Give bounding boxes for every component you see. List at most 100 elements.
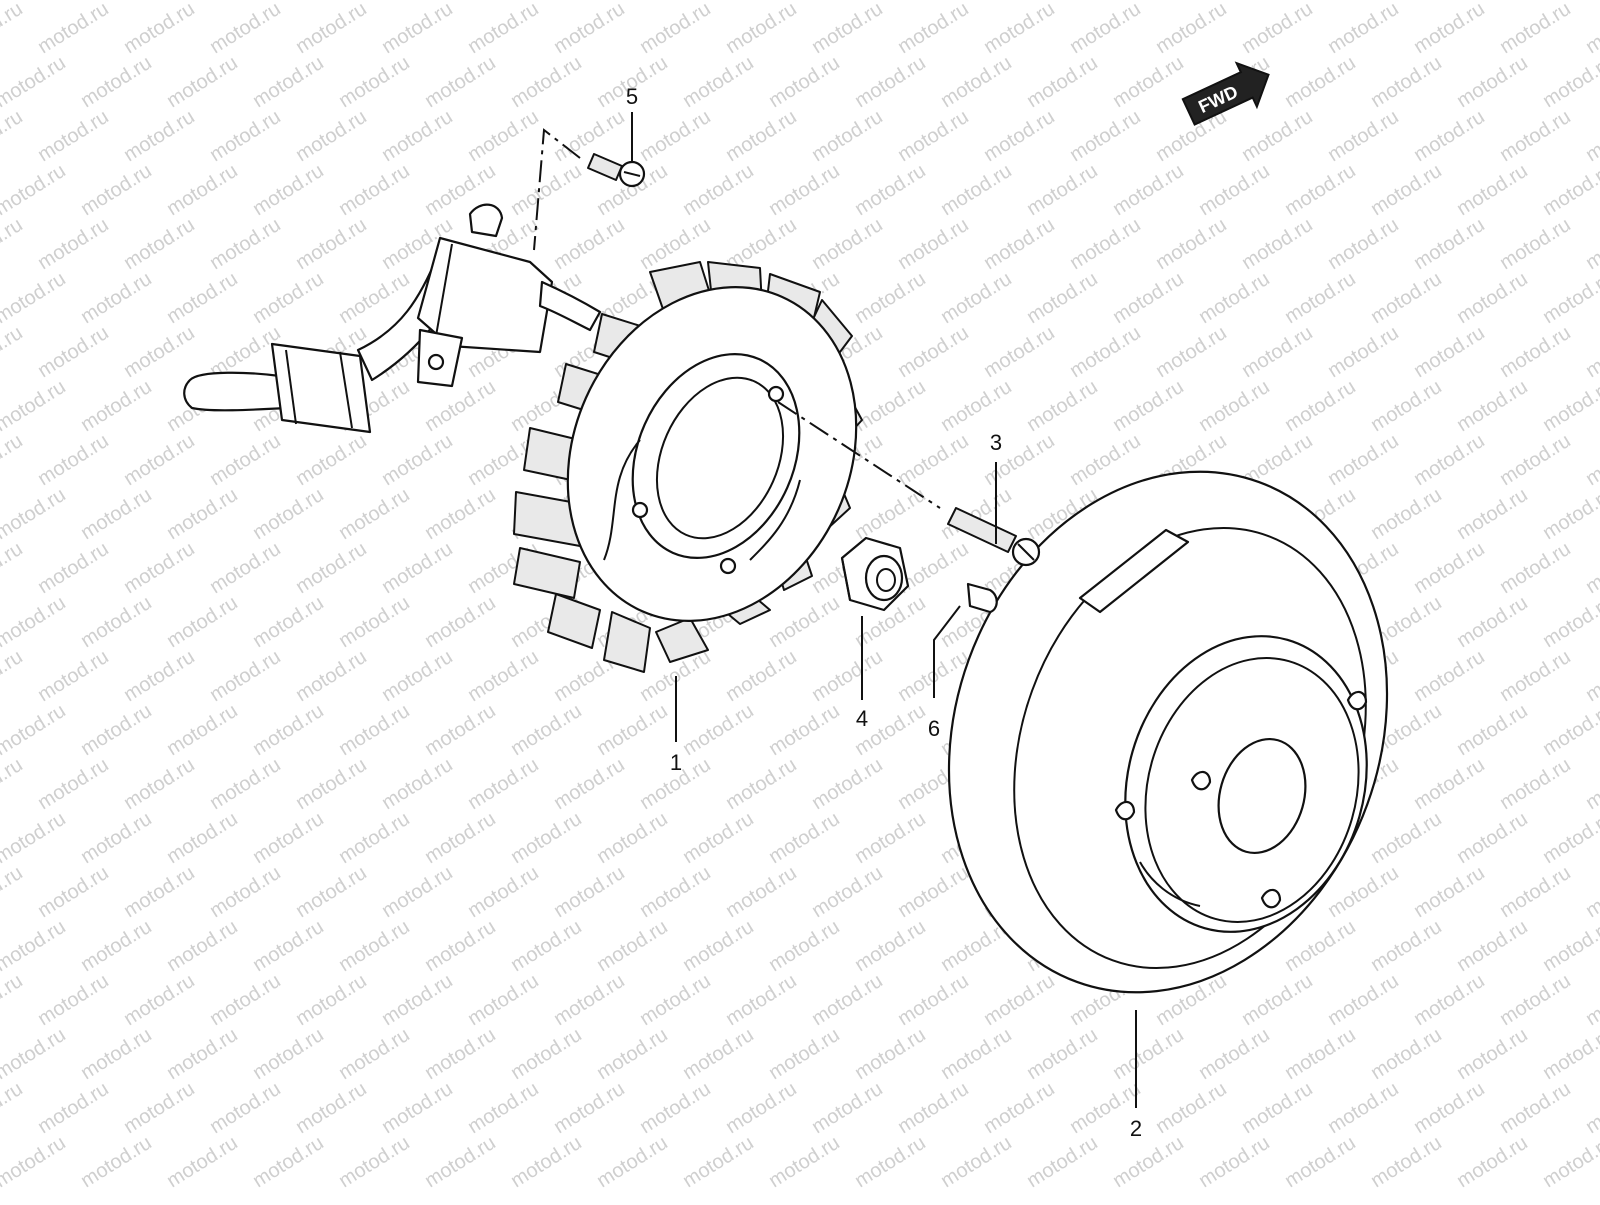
watermark-text: motod.ru <box>1066 106 1145 166</box>
callout-1: 1 <box>670 750 682 775</box>
watermark-text: motod.ru <box>206 430 285 490</box>
watermark-text: motod.ru <box>0 1024 70 1084</box>
watermark-text: motod.ru <box>120 0 199 58</box>
watermark-text: motod.ru <box>421 52 500 112</box>
watermark-text: motod.ru <box>937 1132 1016 1192</box>
watermark-text: motod.ru <box>765 160 844 220</box>
watermark-text: motod.ru <box>163 700 242 760</box>
watermark-text: motod.ru <box>421 916 500 976</box>
watermark-text: motod.ru <box>679 808 758 868</box>
watermark-text: motod.ru <box>249 1132 328 1192</box>
watermark-text: motod.ru <box>507 916 586 976</box>
watermark-text: motod.ru <box>1238 970 1317 1030</box>
watermark-text: motod.ru <box>1410 106 1489 166</box>
callout-5: 5 <box>626 84 638 109</box>
watermark-text: motod.ru <box>120 538 199 598</box>
watermark-text: motod.ru <box>77 268 156 328</box>
watermark-text: motod.ru <box>1453 160 1532 220</box>
watermark-text: motod.ru <box>1324 322 1403 382</box>
watermark-text: motod.ru <box>507 160 586 220</box>
watermark-text: motod.ru <box>0 268 70 328</box>
nut <box>840 536 910 612</box>
watermark-text: motod.ru <box>0 106 27 166</box>
watermark-text: motod.ru <box>937 268 1016 328</box>
watermark-text: motod.ru <box>464 862 543 922</box>
watermark-text: motod.ru <box>1496 646 1575 706</box>
watermark-text: motod.ru <box>0 1078 27 1138</box>
watermark-text: motod.ru <box>335 0 414 4</box>
watermark-text: motod.ru <box>34 646 113 706</box>
watermark-text: motod.ru <box>1539 160 1600 220</box>
watermark-text: motod.ru <box>1109 1132 1188 1192</box>
watermark-text: motod.ru <box>894 214 973 274</box>
watermark-text: motod.ru <box>77 0 156 4</box>
watermark-text: motod.ru <box>1324 970 1403 1030</box>
watermark-text: motod.ru <box>249 592 328 652</box>
rotor-bolt-hole <box>1114 800 1136 821</box>
watermark-text: motod.ru <box>120 214 199 274</box>
watermark-text: motod.ru <box>1195 160 1274 220</box>
watermark-text: motod.ru <box>77 808 156 868</box>
watermark-text: motod.ru <box>464 0 543 58</box>
watermark-text: motod.ru <box>1367 160 1446 220</box>
watermark-text: motod.ru <box>335 1132 414 1192</box>
watermark-text: motod.ru <box>292 1078 371 1138</box>
woodruff-key <box>966 582 998 614</box>
watermark-text: motod.ru <box>1281 1132 1360 1192</box>
watermark-text: motod.ru <box>34 214 113 274</box>
watermark-text: motod.ru <box>1453 1024 1532 1084</box>
watermark-text: motod.ru <box>1410 1078 1489 1138</box>
watermark-text: motod.ru <box>1238 214 1317 274</box>
watermark-text: motod.ru <box>249 0 328 4</box>
watermark-text: motod.ru <box>1281 0 1360 4</box>
watermark-text: motod.ru <box>163 808 242 868</box>
watermark-text: motod.ru <box>851 808 930 868</box>
watermark-text: motod.ru <box>163 1132 242 1192</box>
watermark-text: motod.ru <box>1367 808 1446 868</box>
watermark-text: motod.ru <box>1496 430 1575 490</box>
watermark-text: motod.ru <box>34 322 113 382</box>
watermark-text: motod.ru <box>464 754 543 814</box>
watermark-text: motod.ru <box>1023 52 1102 112</box>
watermark-text: motod.ru <box>808 862 887 922</box>
watermark-text: motod.ru <box>1582 538 1600 598</box>
watermark-text: motod.ru <box>1238 106 1317 166</box>
watermark-text: motod.ru <box>1496 970 1575 1030</box>
watermark-text: motod.ru <box>851 52 930 112</box>
watermark-text: motod.ru <box>335 592 414 652</box>
watermark-text: motod.ru <box>206 754 285 814</box>
watermark-text: motod.ru <box>34 0 113 58</box>
watermark-text: motod.ru <box>636 0 715 58</box>
watermark-text: motod.ru <box>1281 160 1360 220</box>
watermark-text: motod.ru <box>249 52 328 112</box>
watermark-text: motod.ru <box>464 970 543 1030</box>
watermark-text: motod.ru <box>1324 0 1403 58</box>
watermark-text: motod.ru <box>593 0 672 4</box>
watermark-text: motod.ru <box>1023 0 1102 4</box>
watermark-text: motod.ru <box>1367 52 1446 112</box>
watermark-text: motod.ru <box>77 1024 156 1084</box>
magnet-strip <box>1078 528 1190 614</box>
watermark-text: motod.ru <box>0 1132 70 1192</box>
watermark-text: motod.ru <box>851 160 930 220</box>
watermark-text: motod.ru <box>1152 0 1231 58</box>
watermark-text: motod.ru <box>1453 484 1532 544</box>
watermark-text: motod.ru <box>1496 214 1575 274</box>
rotor-hub <box>1217 737 1307 855</box>
watermark-text: motod.ru <box>1023 1024 1102 1084</box>
watermark-text: motod.ru <box>1367 268 1446 328</box>
watermark-text: motod.ru <box>1152 322 1231 382</box>
watermark-text: motod.ru <box>765 808 844 868</box>
watermark-text: motod.ru <box>550 862 629 922</box>
watermark-text: motod.ru <box>77 160 156 220</box>
watermark-text: motod.ru <box>206 646 285 706</box>
watermark-text: motod.ru <box>894 0 973 58</box>
watermark-text: motod.ru <box>464 1078 543 1138</box>
rotor-bolt-hole <box>1190 770 1212 791</box>
watermark-text: motod.ru <box>1410 862 1489 922</box>
watermark-text: motod.ru <box>550 214 629 274</box>
watermark-text: motod.ru <box>1410 322 1489 382</box>
watermark-text: motod.ru <box>120 754 199 814</box>
watermark-text: motod.ru <box>120 1078 199 1138</box>
watermark-text: motod.ru <box>249 160 328 220</box>
